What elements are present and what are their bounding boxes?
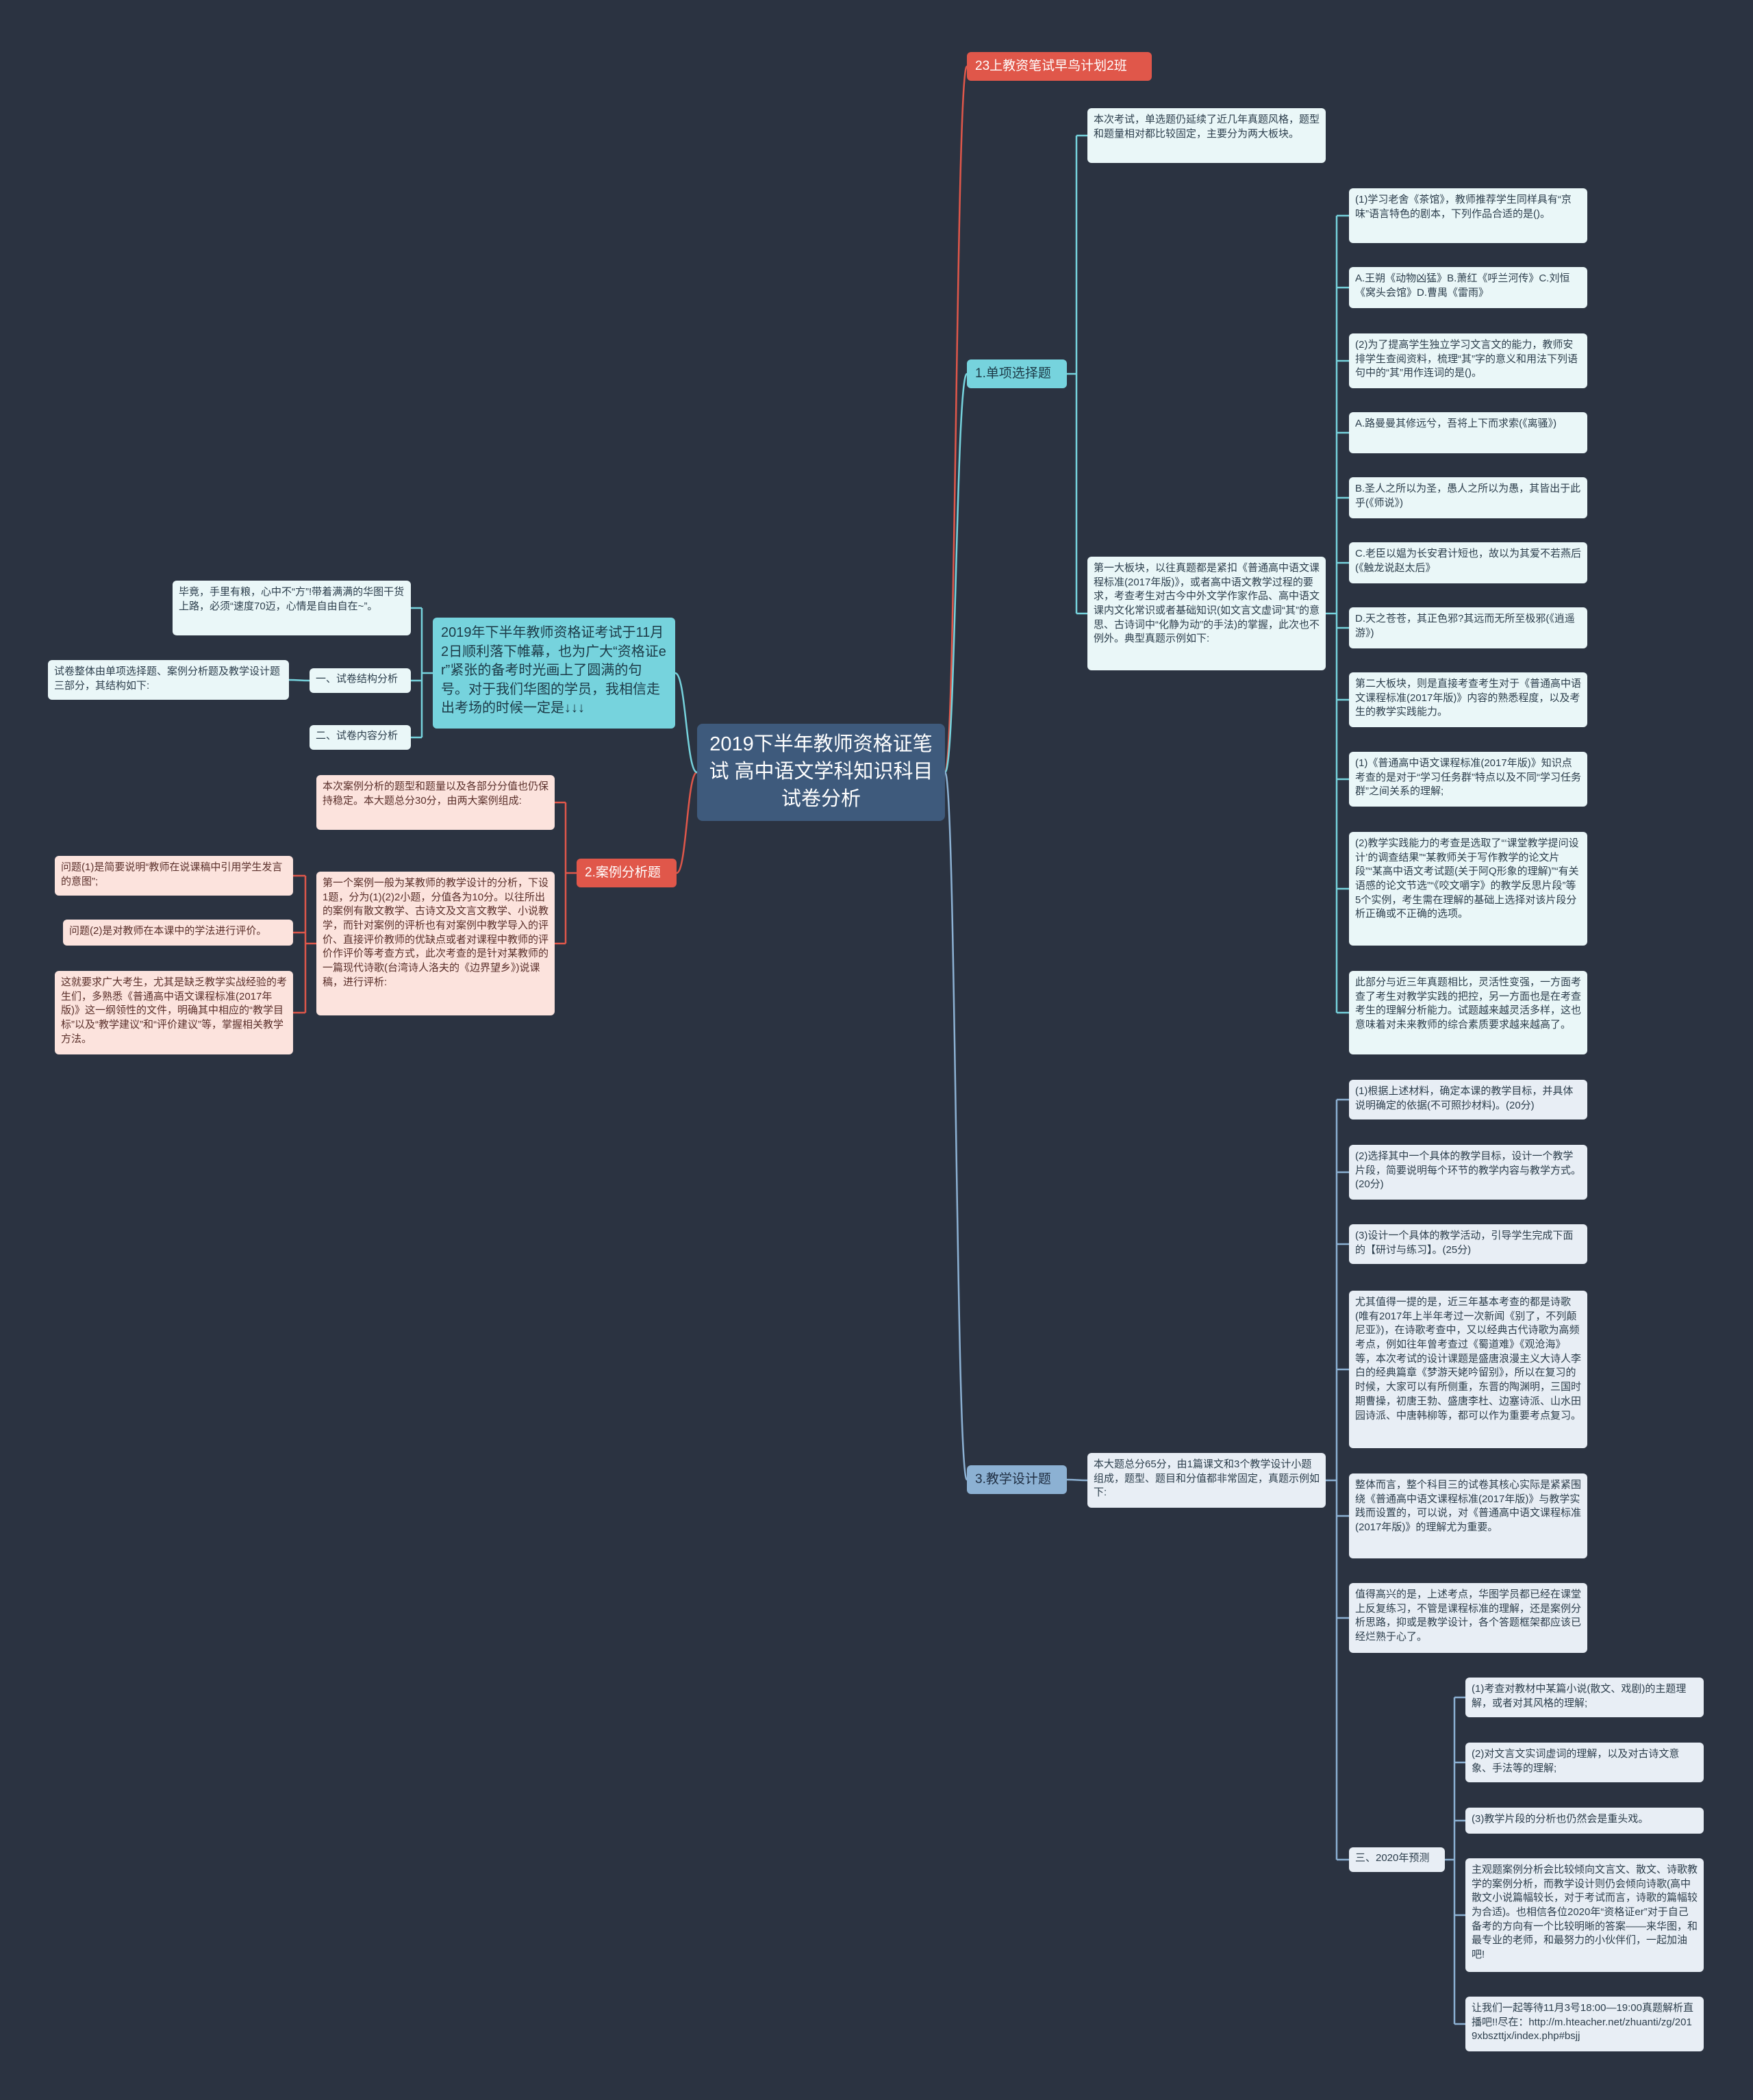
forecast-item[interactable]: 让我们一起等待11月3号18:00—19:00真题解析直播吧!!尽在：http:… <box>1465 1997 1704 2051</box>
single-choice-item[interactable]: (1)《普通高中语文课程标准(2017年版)》知识点考查的是对于“学习任务群”特… <box>1349 752 1587 807</box>
forecast-item[interactable]: 主观题案例分析会比较倾向文言文、散文、诗歌教学的案例分析，而教学设计则仍会倾向诗… <box>1465 1858 1704 1972</box>
teaching-design-intro[interactable]: 本大题总分65分，由1篇课文和3个教学设计小题组成，题型、题目和分值都非常固定，… <box>1087 1453 1326 1508</box>
forecast-item[interactable]: (3)教学片段的分析也仍然会是重头戏。 <box>1465 1808 1704 1834</box>
case-children-line <box>555 801 577 945</box>
paper-structure-text[interactable]: 试卷整体由单项选择题、案例分析题及教学设计题三部分，其结构如下: <box>48 660 289 700</box>
single-choice-item[interactable]: 第二大板块，则是直接考查考生对于《普通高中语文课程标准(2017年版)》内容的熟… <box>1349 672 1587 727</box>
root-to-intro-line <box>674 672 698 774</box>
forecast-2020-label[interactable]: 三、2020年预测 <box>1349 1847 1445 1872</box>
root-to-case-line <box>676 771 698 874</box>
teaching-design-branch[interactable]: 3.教学设计题 <box>967 1465 1067 1494</box>
single-choice-branch[interactable]: 1.单项选择题 <box>967 359 1067 388</box>
single-choice-intro[interactable]: 本次考试，单选题仍延续了近几年真题风格，题型和题量相对都比较固定，主要分为两大板… <box>1087 108 1326 163</box>
single-choice-part1[interactable]: 第一大板块，以往真题都是紧扣《普通高中语文课程标准(2017年版)》，或者高中语… <box>1087 557 1326 670</box>
teaching-items-line <box>1326 1098 1349 1861</box>
teaching-design-item[interactable]: (3)设计一个具体的教学活动，引导学生完成下面的【研讨与练习】。(25分) <box>1349 1224 1587 1264</box>
intro-comment[interactable]: 毕竟，手里有粮，心中不“方”!带着满满的华图干货上路，必须“速度70迈，心情是自… <box>173 581 411 635</box>
single-choice-items-line <box>1326 214 1349 1014</box>
case-questions-line <box>293 874 316 1014</box>
forecast-item[interactable]: (2)对文言文实词虚词的理解，以及对古诗文意象、手法等的理解; <box>1465 1743 1704 1782</box>
single-choice-item[interactable]: (2)教学实践能力的考查是选取了“‘课堂教学提问设计’的调查结果”“某教师关于写… <box>1349 832 1587 946</box>
forecast-item[interactable]: (1)考查对教材中某篇小说(散文、戏剧)的主题理解，或者对其风格的理解; <box>1465 1678 1704 1717</box>
forecast-items-line <box>1445 1696 1465 2025</box>
case-analysis-detail[interactable]: 第一个案例一般为某教师的教学设计的分析，下设1题，分为(1)(2)2小题，分值各… <box>316 872 555 1015</box>
root-to-teaching-design-line <box>944 771 968 1481</box>
intro-children-line <box>411 607 433 739</box>
structure-text-line <box>288 679 310 682</box>
single-choice-item[interactable]: D.天之苍苍，其正色邪?其远而无所至极邪(《逍遥游》) <box>1349 607 1587 648</box>
single-choice-item[interactable]: (2)为了提高学生独立学习文言文的能力，教师安排学生查阅资料，梳理“其”字的意义… <box>1349 333 1587 388</box>
case-analysis-intro[interactable]: 本次案例分析的题型和题量以及各部分分值也仍保持稳定。本大题总分30分，由两大案例… <box>316 775 555 830</box>
root-to-tag-line <box>944 65 968 774</box>
exam-intro[interactable]: 2019年下半年教师资格证考试于11月2日顺利落下帷幕，也为广大“资格证er”紧… <box>433 618 675 729</box>
single-choice-item[interactable]: C.老臣以媪为长安君计短也，故以为其爱不若燕后(《触龙说赵太后》 <box>1349 542 1587 583</box>
single-choice-item[interactable]: A.王朔《动物凶猛》B.萧红《呼兰河传》C.刘恒《窝头会馆》D.曹禺《雷雨》 <box>1349 267 1587 308</box>
early-bird-tag[interactable]: 23上教资笔试早鸟计划2班 <box>967 52 1152 81</box>
case-analysis-branch[interactable]: 2.案例分析题 <box>577 859 677 887</box>
teaching-design-item[interactable]: 值得高兴的是，上述考点，华图学员都已经在课堂上反复练习，不管是课程标准的理解，还… <box>1349 1583 1587 1653</box>
teaching-design-item[interactable]: (2)选择其中一个具体的教学目标，设计一个教学片段，简要说明每个环节的教学内容与… <box>1349 1145 1587 1200</box>
teaching-design-item[interactable]: 尤其值得一提的是，近三年基本考查的都是诗歌(唯有2017年上半年考过一次新闻《别… <box>1349 1291 1587 1448</box>
paper-content-label[interactable]: 二、试卷内容分析 <box>310 725 411 750</box>
single-choice-children-line <box>1067 134 1087 615</box>
root-topic[interactable]: 2019下半年教师资格证笔试 高中语文学科知识科目试卷分析 <box>697 724 945 821</box>
single-choice-item[interactable]: A.路曼曼其修远兮，吾将上下而求索(《离骚》) <box>1349 412 1587 453</box>
paper-structure-label[interactable]: 一、试卷结构分析 <box>310 668 411 693</box>
single-choice-item[interactable]: (1)学习老舍《茶馆》，教师推荐学生同样具有“京味”语言特色的剧本，下列作品合适… <box>1349 188 1587 243</box>
single-choice-item[interactable]: 此部分与近三年真题相比，灵活性变强，一方面考查了考生对教学实践的把控，另一方面也… <box>1349 971 1587 1054</box>
case-study-tip[interactable]: 这就要求广大考生，尤其是缺乏教学实战经验的考生们，多熟悉《普通高中语文课程标准(… <box>55 971 293 1054</box>
teaching-design-item[interactable]: 整体而言，整个科目三的试卷其核心实际是紧紧围绕《普通高中语文课程标准(2017年… <box>1349 1473 1587 1558</box>
case-question-1[interactable]: 问题(1)是简要说明“教师在说课稿中引用学生发言的意图”; <box>55 856 293 896</box>
case-question-2[interactable]: 问题(2)是对教师在本课中的学法进行评价。 <box>63 920 293 946</box>
root-to-single-choice-line <box>944 372 968 774</box>
single-choice-item[interactable]: B.圣人之所以为圣，愚人之所以为愚，其皆出于此乎(《师说》) <box>1349 477 1587 518</box>
teaching-design-item[interactable]: (1)根据上述材料，确定本课的教学目标，并具体说明确定的依据(不可照抄材料)。(… <box>1349 1080 1587 1119</box>
